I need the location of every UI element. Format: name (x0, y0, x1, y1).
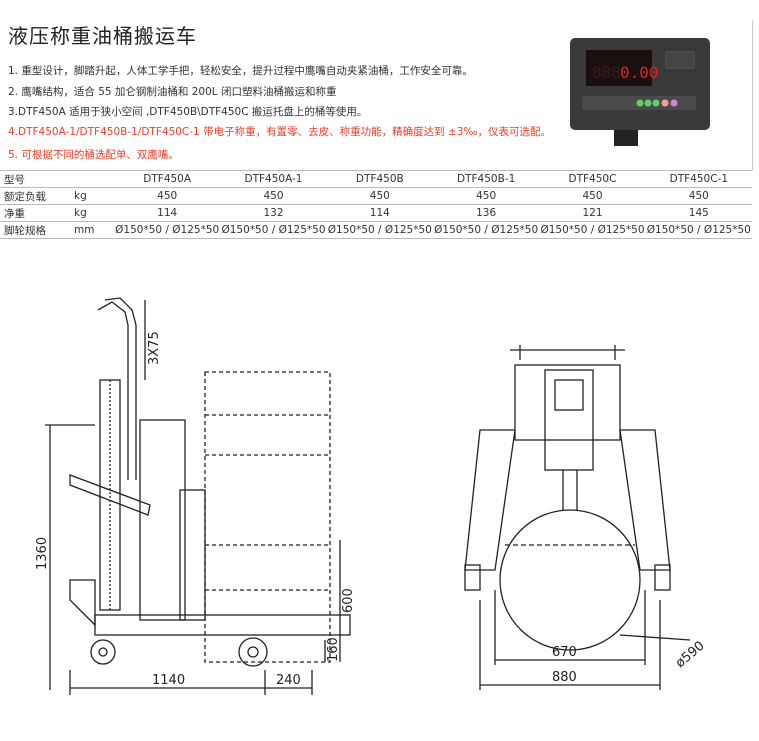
cell: 136 (432, 204, 540, 222)
front-view-drawing (464, 345, 691, 690)
cell: 450 (114, 187, 221, 205)
cell: 132 (220, 204, 327, 222)
row-unit: kg (74, 204, 114, 222)
side-view-drawing (45, 297, 351, 695)
cell: 114 (326, 204, 433, 222)
row-label: 额定负载 (0, 187, 74, 205)
cell: 450 (432, 187, 540, 205)
cell: Ø150*50 / Ø125*50 (645, 221, 752, 239)
cell: Ø150*50 / Ø125*50 (432, 221, 540, 239)
model-cell: DTF450A-1 (220, 170, 327, 188)
cell: 450 (645, 187, 752, 205)
header-label: 型号 (0, 170, 74, 188)
dim-length: 1140 (152, 673, 185, 688)
model-cell: DTF450C-1 (645, 170, 752, 188)
table-header-row: 型号 DTF450A DTF450A-1 DTF450B DTF450B-1 D… (0, 170, 752, 188)
spec-table: 型号 DTF450A DTF450A-1 DTF450B DTF450B-1 D… (0, 170, 752, 239)
model-cell: DTF450B (326, 170, 433, 188)
dim-base-height: 160 (326, 637, 341, 662)
dim-drum-height: 600 (341, 588, 356, 613)
svg-text:888: 888 (592, 63, 621, 82)
page-title: 液压称重油桶搬运车 (8, 24, 197, 48)
table-row: 净重 kg 114 132 114 136 121 145 (0, 204, 752, 222)
cell: 450 (220, 187, 327, 205)
dim-front: 240 (276, 673, 301, 688)
feature-3: 3.DTF450A 适用于狭小空间 ,DTF450B\DTF450C 搬运托盘上… (8, 106, 368, 118)
dim-lift-step: 3X75 (147, 331, 162, 365)
cell: 121 (539, 204, 646, 222)
dim-inner-width: 670 (552, 645, 577, 660)
dim-height: 1360 (35, 537, 50, 570)
model-cell: DTF450B-1 (432, 170, 540, 188)
cell: 114 (114, 204, 221, 222)
model-cell: DTF450C (539, 170, 646, 188)
cell: Ø150*50 / Ø125*50 (114, 221, 221, 239)
divider (752, 20, 753, 170)
weighing-indicator-image: 888 0.00 (570, 38, 710, 146)
feature-2: 2. 鹰嘴结构，适合 55 加仑钢制油桶和 200L 闭口塑料油桶搬运和称重 (8, 86, 337, 98)
row-unit: mm (74, 221, 114, 239)
table-row: 额定负载 kg 450 450 450 450 450 450 (0, 187, 752, 205)
technical-drawing: 3X75 1360 600 160 1140 240 670 880 ø590 (35, 297, 708, 695)
row-label: 脚轮规格 (0, 221, 74, 239)
cell: Ø150*50 / Ø125*50 (326, 221, 433, 239)
dim-outer-width: 880 (552, 670, 577, 685)
table-row: 脚轮规格 mm Ø150*50 / Ø125*50 Ø150*50 / Ø125… (0, 221, 752, 239)
cell: 450 (326, 187, 433, 205)
cell: Ø150*50 / Ø125*50 (220, 221, 327, 239)
cell: 450 (539, 187, 646, 205)
feature-5: 5. 可根据不同的桶选配单、双鹰嘴。 (8, 149, 179, 161)
dim-drum-diameter: ø590 (673, 639, 708, 672)
feature-1: 1. 重型设计，脚踏升起，人体工学手把，轻松安全，提升过程中鹰嘴自动夹紧油桶，工… (8, 65, 473, 77)
row-unit: kg (74, 187, 114, 205)
scale-readout: 0.00 (620, 63, 659, 82)
row-label: 净重 (0, 204, 74, 222)
feature-4: 4.DTF450A-1/DTF450B-1/DTF450C-1 带电子称重，有置… (8, 126, 551, 138)
cell: Ø150*50 / Ø125*50 (539, 221, 646, 239)
model-cell: DTF450A (114, 170, 221, 188)
cell: 145 (645, 204, 752, 222)
